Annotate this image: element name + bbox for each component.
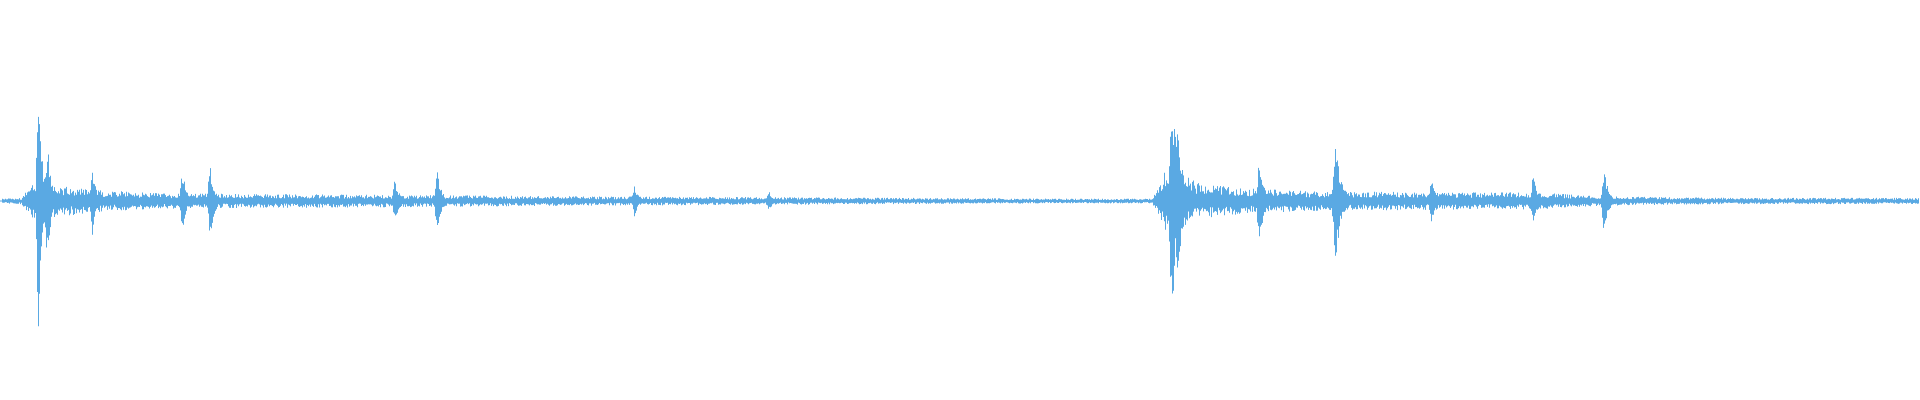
waveform-path	[2, 116, 1919, 327]
waveform-bars	[2, 116, 1919, 327]
